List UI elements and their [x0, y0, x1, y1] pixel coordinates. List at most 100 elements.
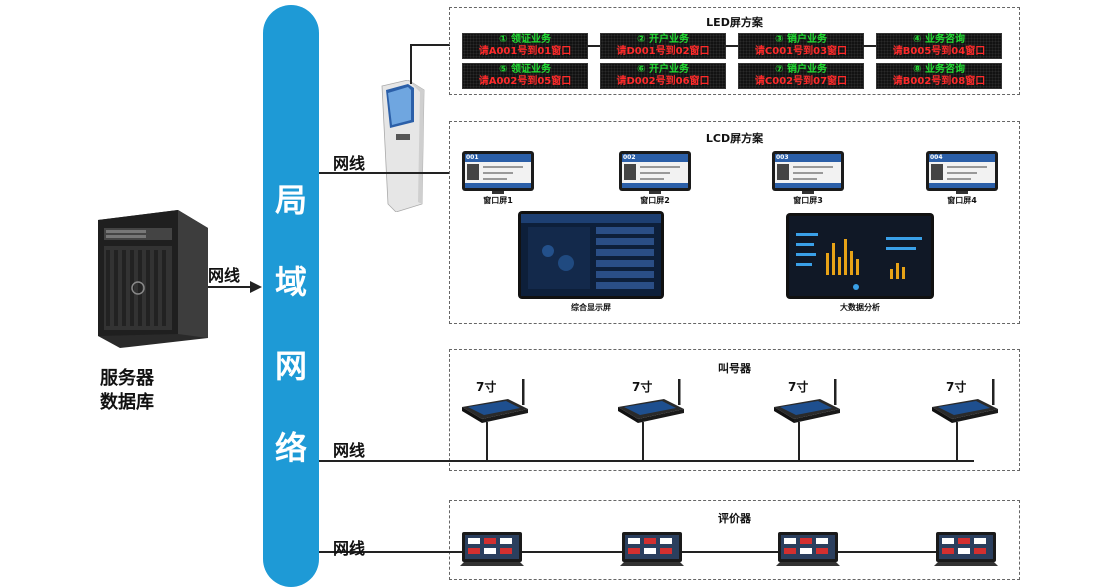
caller-drop-line [486, 422, 488, 460]
window-screen-stand [802, 191, 814, 194]
window-screen-2: 002 [619, 151, 691, 191]
caller-device-4 [930, 377, 1000, 425]
screen-text-row [793, 172, 823, 174]
staff-photo-icon [467, 164, 479, 180]
caller-drop-line [956, 422, 958, 460]
led-panel-service: ⑧ 业务咨询 [913, 64, 965, 75]
screen-text-row [947, 166, 987, 168]
window-screen-4: 004 [926, 151, 998, 191]
evaluator-device-2 [620, 530, 684, 568]
led-panel-3: ③ 销户业务请C001号到03窗口 [738, 33, 864, 59]
window-screen-stand [492, 191, 504, 194]
caller-size-label: 7寸 [476, 380, 497, 394]
led-panel-2: ② 开户业务请D001号到02窗口 [600, 33, 726, 59]
led-panel-call-text: 请D001号到02窗口 [616, 46, 710, 57]
evaluator-group: 评价器 [449, 500, 1020, 580]
led-panel-6: ⑥ 开户业务请D002号到06窗口 [600, 63, 726, 89]
big-data-display-caption: 大数据分析 [840, 303, 880, 312]
window-screen-1: 001 [462, 151, 534, 191]
led-panel-service: ⑦ 销户业务 [775, 64, 827, 75]
window-screen-caption: 窗口屏1 [483, 196, 513, 205]
led-group: LED屏方案 [449, 7, 1020, 95]
led-group-title: LED屏方案 [706, 16, 763, 29]
window-screen-caption: 窗口屏2 [640, 196, 670, 205]
screen-text-row [793, 166, 833, 168]
window-screen-display: 003 [775, 154, 841, 188]
server-label-line1: 服务器 [100, 368, 154, 389]
lan-bar: 局 域 网 络 [263, 5, 319, 587]
lan-char-4: 络 [274, 429, 307, 467]
screen-text-row [483, 172, 513, 174]
led-panel-service: ④ 业务咨询 [913, 34, 965, 45]
comprehensive-display [518, 211, 664, 299]
staff-photo-icon [624, 164, 636, 180]
screen-text-row [640, 166, 680, 168]
server-label-line2: 数据库 [100, 392, 154, 413]
lan-char-1: 局 [274, 181, 307, 219]
led-panel-service: ② 开户业务 [637, 34, 689, 45]
led-panel-call-text: 请A002号到05窗口 [478, 76, 572, 87]
caller-link-line [319, 460, 974, 462]
led-panel-service: ③ 销户业务 [775, 34, 827, 45]
caller-device-1 [460, 377, 530, 425]
evaluator-group-title: 评价器 [718, 512, 751, 525]
window-number: 001 [466, 154, 479, 161]
window-screen-caption: 窗口屏4 [947, 196, 977, 205]
led-panel-1: ① 领证业务请A001号到01窗口 [462, 33, 588, 59]
kiosk-led-line-h [410, 44, 450, 46]
caller-drop-line [798, 422, 800, 460]
caller-group-title: 叫号器 [718, 362, 751, 375]
window-screen-stand [649, 191, 661, 194]
server-link-arrow [250, 281, 262, 293]
led-panel-call-text: 请C001号到03窗口 [754, 46, 848, 57]
caller-size-label: 7寸 [946, 380, 967, 394]
comprehensive-display-caption: 综合显示屏 [571, 303, 611, 312]
led-panel-5: ⑤ 领证业务请A002号到05窗口 [462, 63, 588, 89]
led-panel-8: ⑧ 业务咨询请B002号到08窗口 [876, 63, 1002, 89]
evaluator-link-label: 网线 [333, 539, 366, 558]
window-screen-caption: 窗口屏3 [793, 196, 823, 205]
lan-char-2: 域 [274, 263, 307, 301]
evaluator-device-1 [460, 530, 524, 568]
staff-photo-icon [777, 164, 789, 180]
window-number: 004 [930, 154, 943, 161]
led-panel-call-text: 请D002号到06窗口 [616, 76, 710, 87]
caller-size-label: 7寸 [788, 380, 809, 394]
lcd-link-line [319, 172, 449, 174]
window-screen-header: 002 [622, 154, 688, 162]
window-screen-header: 003 [775, 154, 841, 162]
window-screen-footer [929, 183, 995, 188]
led-panel-call-text: 请C002号到07窗口 [754, 76, 848, 87]
window-screen-display: 004 [929, 154, 995, 188]
window-screen-3: 003 [772, 151, 844, 191]
led-panel-7: ⑦ 销户业务请C002号到07窗口 [738, 63, 864, 89]
window-number: 002 [623, 154, 636, 161]
caller-device-3 [772, 377, 842, 425]
led-panel-service: ① 领证业务 [499, 34, 551, 45]
server-tower [90, 210, 208, 348]
lcd-group-title: LCD屏方案 [705, 132, 764, 145]
lan-char-3: 网 [274, 347, 307, 385]
evaluator-device-3 [776, 530, 840, 568]
screen-text-row [947, 172, 977, 174]
led-connector-3 [862, 45, 876, 47]
screen-text-row [483, 166, 523, 168]
caller-size-label: 7寸 [632, 380, 653, 394]
led-panel-call-text: 请A001号到01窗口 [478, 46, 572, 57]
window-screen-footer [465, 183, 531, 188]
evaluator-device-4 [934, 530, 998, 568]
server-link-line [208, 286, 254, 288]
led-panel-service: ⑥ 开户业务 [637, 64, 689, 75]
window-screen-stand [956, 191, 968, 194]
screen-text-row [793, 178, 817, 180]
window-screen-display: 002 [622, 154, 688, 188]
caller-group: 叫号器 [449, 349, 1020, 471]
screen-text-row [947, 178, 971, 180]
big-data-display [786, 213, 934, 299]
window-screen-footer [775, 183, 841, 188]
led-panel-call-text: 请B002号到08窗口 [892, 76, 986, 87]
screen-text-row [640, 178, 664, 180]
window-number: 003 [776, 154, 789, 161]
lcd-link-label: 网线 [333, 154, 366, 173]
caller-device-2 [616, 377, 686, 425]
